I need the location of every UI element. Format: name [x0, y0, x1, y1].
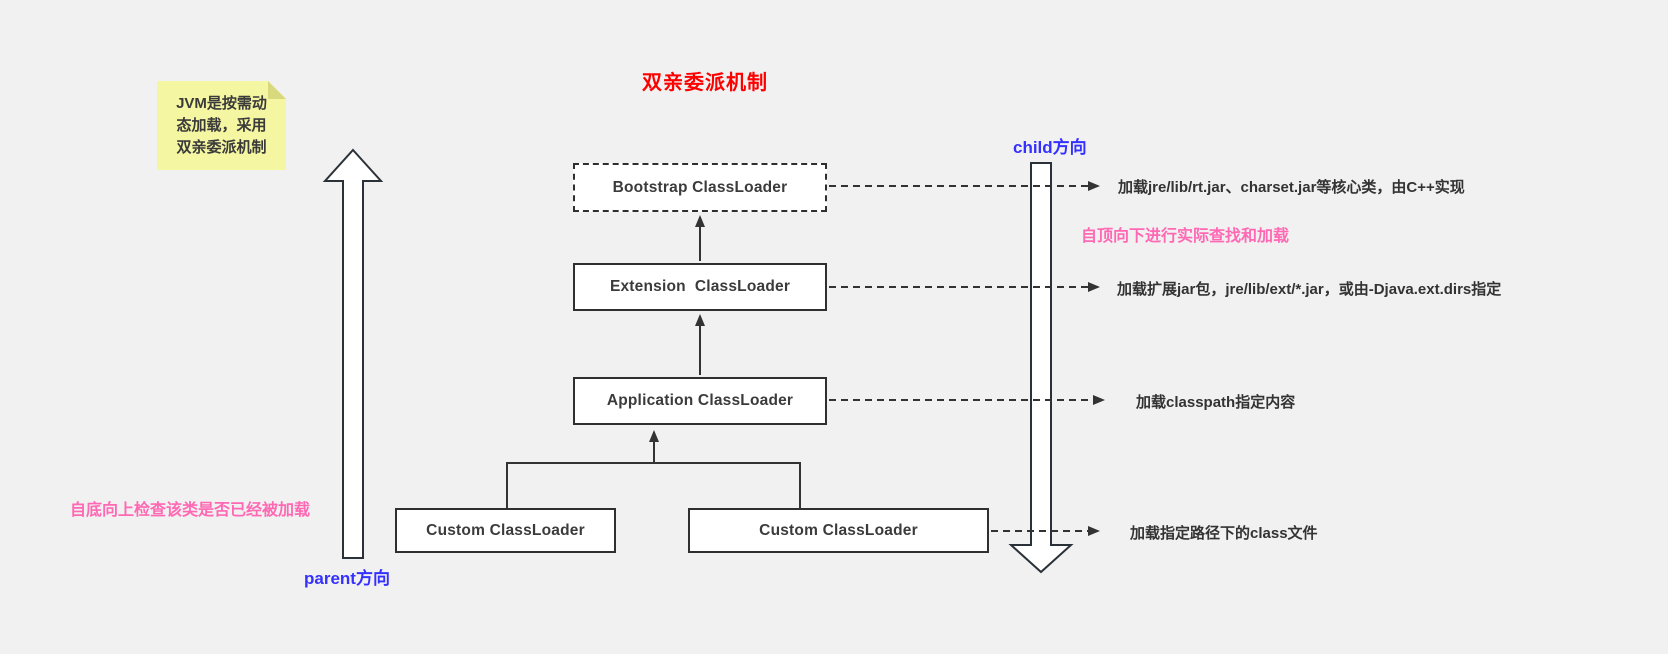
sticky-note: JVM是按需动 态加载，采用 双亲委派机制	[157, 81, 286, 170]
annotation-extension: 加载扩展jar包，jre/lib/ext/*.jar，或由-Djava.ext.…	[1117, 281, 1502, 298]
custom-loaders-connector	[506, 462, 801, 508]
hint-top-down-load: 自顶向下进行实际查找和加载	[1081, 228, 1290, 245]
box-application-classloader: Application ClassLoader	[573, 377, 827, 425]
sticky-note-line: 双亲委派机制	[176, 139, 267, 156]
box-extension-classloader: Extension ClassLoader	[573, 263, 827, 311]
page-title: 双亲委派机制	[642, 72, 768, 94]
annotation-bootstrap: 加载jre/lib/rt.jar、charset.jar等核心类，由C++实现	[1118, 179, 1465, 196]
child-direction-arrow	[1008, 162, 1074, 574]
annotation-custom: 加载指定路径下的class文件	[1130, 525, 1318, 542]
box-bootstrap-classloader: Bootstrap ClassLoader	[573, 163, 827, 212]
child-direction-label: child方向	[1013, 138, 1087, 157]
annotation-application: 加载classpath指定内容	[1136, 394, 1296, 411]
parent-direction-arrow	[322, 148, 384, 559]
parent-direction-label: parent方向	[304, 569, 390, 588]
sticky-note-line: JVM是按需动	[176, 95, 267, 112]
box-custom-classloader-left: Custom ClassLoader	[395, 508, 616, 553]
sticky-note-line: 态加载，采用	[176, 117, 267, 134]
box-custom-classloader-right: Custom ClassLoader	[688, 508, 989, 553]
hint-bottom-up-check: 自底向上检查该类是否已经被加载	[70, 502, 311, 519]
